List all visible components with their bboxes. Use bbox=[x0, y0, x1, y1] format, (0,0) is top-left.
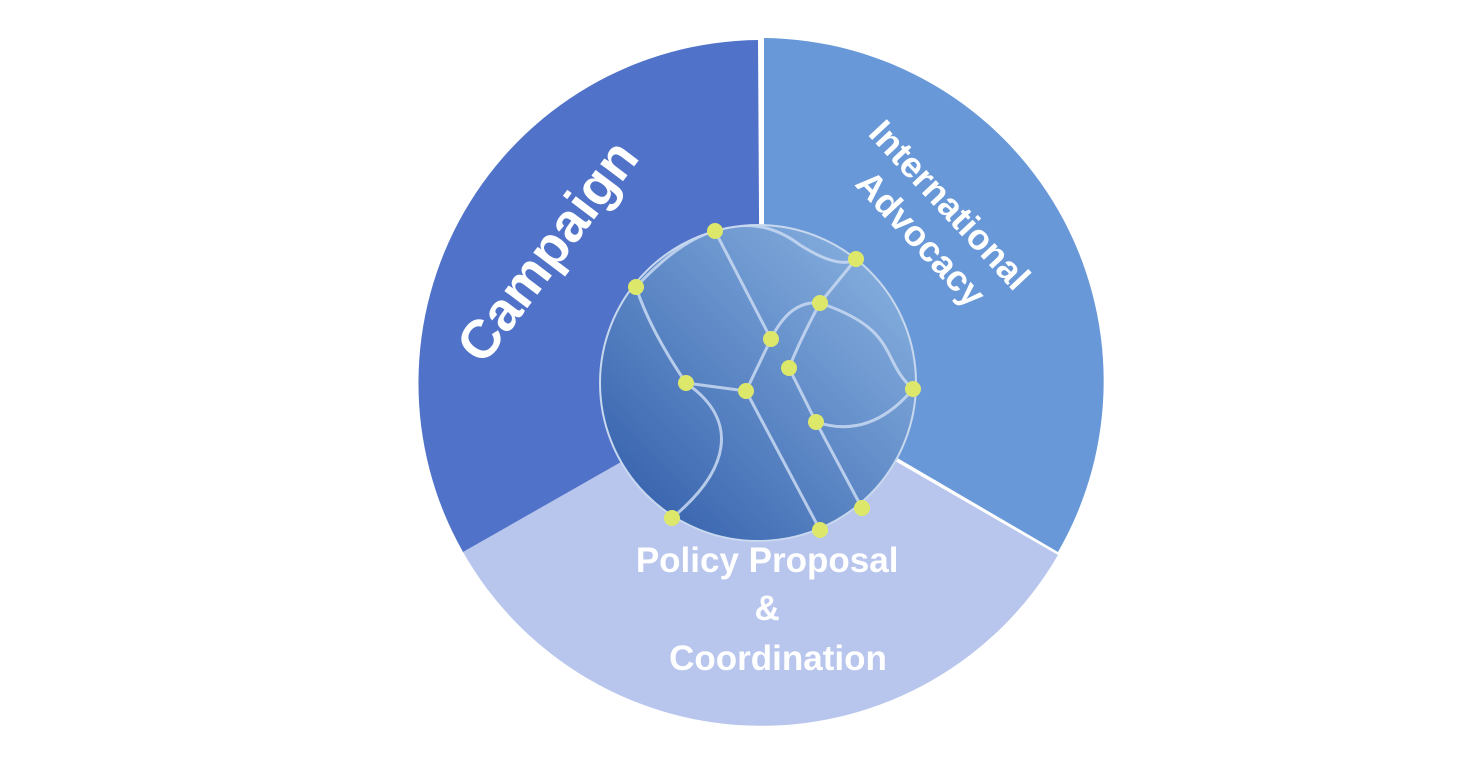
label-policy-line1: Policy Proposal bbox=[636, 541, 899, 580]
globe-sphere bbox=[599, 224, 917, 542]
globe-network-nodes bbox=[628, 223, 921, 538]
label-policy-line2: & bbox=[754, 589, 779, 628]
globe-icon bbox=[599, 223, 921, 542]
label-policy-line3: Coordination bbox=[669, 639, 887, 678]
label-policy-proposal: Policy Proposal & Coordination bbox=[636, 541, 908, 678]
segment-policy-proposal bbox=[463, 383, 1058, 726]
